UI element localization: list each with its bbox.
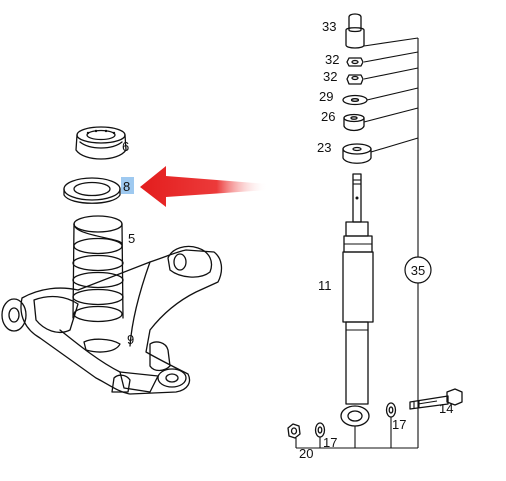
label-26: 26 [321,109,335,124]
nut-32-upper [346,57,364,67]
label-11: 11 [318,278,332,293]
highlight-box-8 [121,177,134,194]
shock-absorber-body [340,173,374,427]
label-5: 5 [128,231,135,246]
spring-pad [63,177,121,204]
spring-assembly: 6 8 5 9 [1,126,223,395]
washer-17-right [385,402,397,418]
label-6: 6 [122,139,129,154]
assembly-callout-35: 35 [404,256,432,284]
cap-33 [345,13,365,49]
label-20: 20 [299,446,313,461]
label-17-left: 17 [323,435,337,450]
label-9: 9 [127,332,134,347]
washer-29 [342,94,368,106]
label-14: 14 [439,401,453,416]
nut-32-lower [346,74,364,85]
label-17-right: 17 [392,417,406,432]
label-32-lower: 32 [323,69,337,84]
label-29: 29 [319,89,333,104]
red-pointer-arrow [140,166,268,207]
label-35: 35 [411,263,425,278]
lower-control-arm [1,245,223,395]
label-8: 8 [123,179,130,194]
label-23: 23 [317,140,331,155]
bushing-26 [343,113,365,132]
upper-spring-seat [75,126,127,160]
shock-absorber-assembly: 35 33 32 32 29 26 23 11 14 17 17 20 [287,13,463,461]
bolt-14 [409,388,463,410]
leader-lines [295,37,438,449]
label-33: 33 [322,19,336,34]
nut-20 [287,423,301,439]
label-32-upper: 32 [325,52,339,67]
lower-spring-pad [83,338,121,353]
coil-spring [72,215,124,323]
bushing-23 [342,143,372,164]
